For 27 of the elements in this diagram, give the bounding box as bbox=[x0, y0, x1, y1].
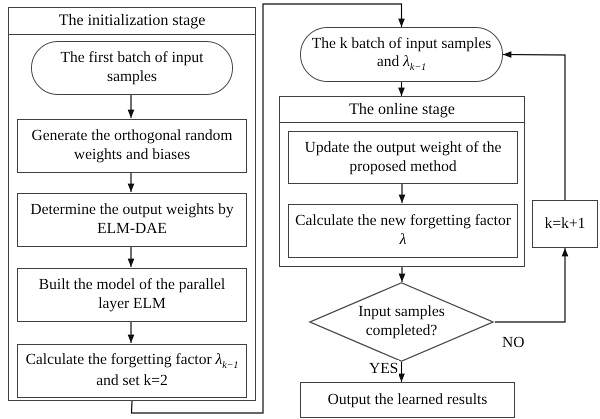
arrow bbox=[398, 267, 406, 282]
edge-label: YES bbox=[368, 360, 400, 378]
process-box: Output the learned results bbox=[300, 382, 515, 418]
arrow bbox=[398, 183, 406, 203]
process-box: Built the model of the parallel layer ELM bbox=[17, 268, 247, 322]
terminator-shape: The k batch of input samples and λ$_{k−1}$ bbox=[300, 27, 503, 82]
process-box: Generate the orthogonal random weights and biases bbox=[17, 119, 247, 173]
arrow bbox=[495, 248, 568, 323]
stage-container bbox=[8, 7, 256, 401]
stage-container bbox=[279, 96, 525, 267]
process-box: Calculate the new forgetting factor λ bbox=[288, 204, 518, 258]
stage-heading: The online stage bbox=[280, 97, 524, 123]
process-box: Calculate the forgetting factor λ$_{k−1}$ and set k=2 bbox=[17, 344, 247, 398]
decision-diamond: Input samples completed? bbox=[308, 282, 495, 362]
arrow bbox=[130, 3, 405, 414]
arrow bbox=[398, 362, 405, 382]
arrow bbox=[128, 246, 134, 267]
process-box: Update the output weight of the proposed method bbox=[288, 131, 518, 184]
arrow bbox=[128, 172, 134, 192]
process-box: k=k+1 bbox=[532, 200, 598, 248]
arrow bbox=[128, 94, 134, 118]
stage-heading: The initialization stage bbox=[9, 8, 255, 35]
terminator-shape: The first batch of input samples bbox=[31, 41, 233, 95]
arrow bbox=[128, 321, 134, 343]
arrow bbox=[503, 51, 566, 200]
process-box: Determine the output weights by ELM-DAE bbox=[17, 193, 247, 247]
arrow bbox=[398, 82, 405, 96]
